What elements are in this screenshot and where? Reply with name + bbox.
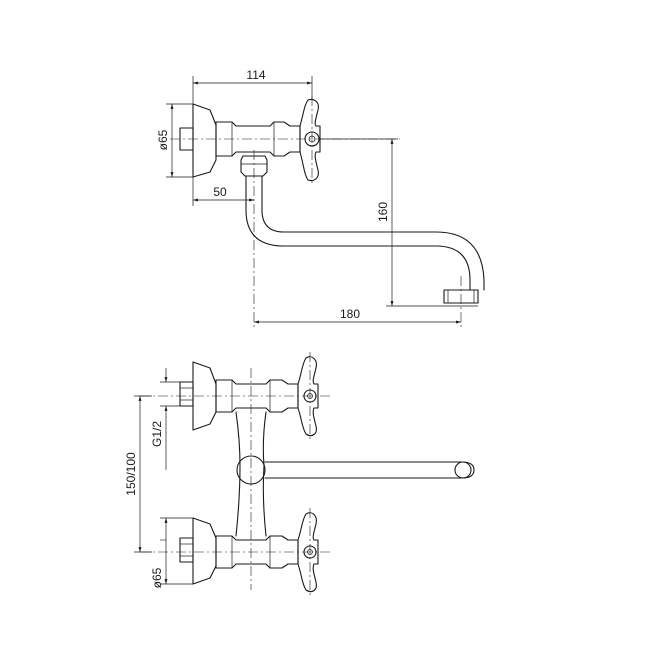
wall-flange [192,103,217,178]
spout-pipe [245,175,471,291]
spout-front [264,461,475,479]
dim-thread: G1/2 [150,421,164,447]
lower-cross-handle [297,512,319,593]
front-view: G1/2 150/100 ø65 [124,352,475,596]
upper-cross-handle [297,356,319,437]
spout-outlet [454,461,472,479]
dim-114: 114 [246,68,265,82]
side-view: 114 ø65 50 160 180 [156,68,485,330]
dim-160: 160 [376,202,390,222]
dim-diameter-bottom: ø65 [150,567,164,588]
cross-handle-side [299,98,321,182]
lower-flange [192,517,217,585]
mixer-body [235,411,241,537]
dim-spacing: 150/100 [124,452,138,496]
dim-50: 50 [213,185,227,199]
dim-diameter-top: ø65 [156,129,170,150]
dim-180: 180 [340,307,360,321]
